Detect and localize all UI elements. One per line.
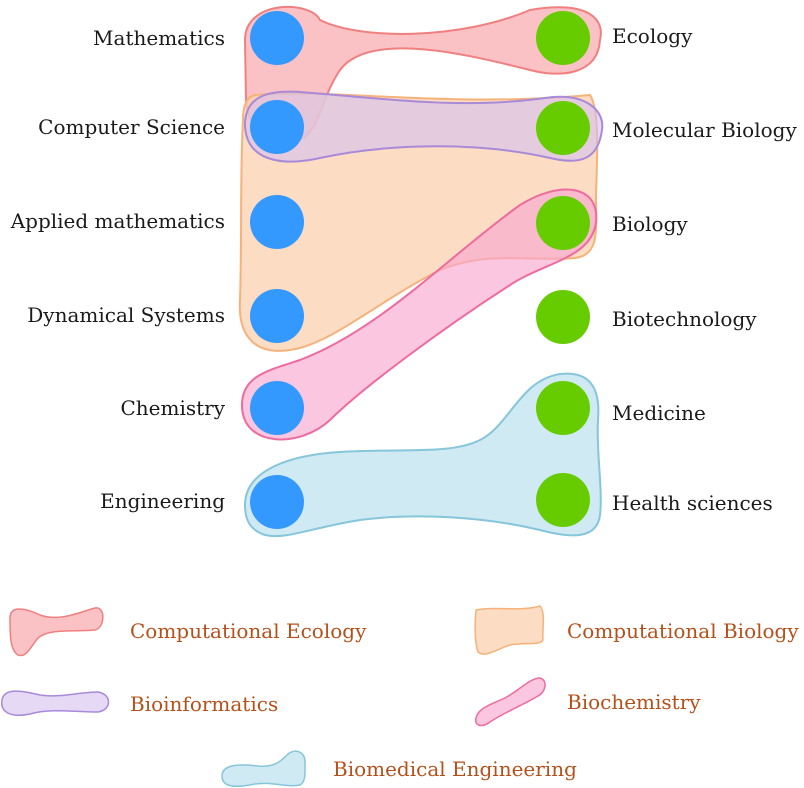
right-label: Biology [612,212,688,236]
legend-label-computational-ecology: Computational Ecology [130,619,367,643]
right-node-health-sciences[interactable] [536,473,590,527]
left-label: Engineering [100,489,225,513]
right-node-biotechnology[interactable] [536,290,590,344]
legend-swatch-biomedical-engineering [221,750,306,788]
right-node-medicine[interactable] [536,381,590,435]
legend-label-computational-biology: Computational Biology [567,619,799,643]
legend-label-biomedical-engineering: Biomedical Engineering [333,757,577,781]
left-label: Dynamical Systems [27,303,225,327]
group-bioinformatics-shape [243,90,604,163]
right-node-molecular-biology[interactable] [536,101,590,155]
right-label: Health sciences [612,491,773,515]
legend-label-biochemistry: Biochemistry [567,690,701,714]
left-label: Mathematics [93,26,225,50]
left-node-chemistry[interactable] [250,381,304,435]
left-label: Computer Science [38,115,225,139]
right-labels: Ecology Molecular Biology Biology Biotec… [612,24,797,515]
left-node-mathematics[interactable] [250,11,304,65]
right-node-ecology[interactable] [536,11,590,65]
left-node-engineering[interactable] [250,475,304,529]
left-label: Applied mathematics [10,209,225,233]
right-label: Molecular Biology [612,118,797,142]
group-biomedical-engineering-shape [243,372,602,538]
right-label: Biotechnology [612,307,757,331]
left-node-dynamical-systems[interactable] [250,289,304,343]
right-nodes [536,11,590,527]
right-label: Ecology [612,24,693,48]
legend-swatch-biochemistry [474,677,546,727]
left-labels: Mathematics Computer Science Applied mat… [10,26,226,513]
legend-swatch-computational-ecology [9,607,104,657]
legend: Computational Ecology Computational Biol… [1,605,799,788]
right-node-biology[interactable] [536,196,590,250]
legend-label-bioinformatics: Bioinformatics [130,692,278,716]
group-biochemistry-shape [240,188,598,441]
left-node-applied-mathematics[interactable] [250,195,304,249]
left-node-computer-science[interactable] [250,100,304,154]
left-nodes [250,11,304,529]
left-label: Chemistry [120,396,225,420]
right-label: Medicine [612,401,706,425]
legend-swatch-computational-biology [474,605,545,655]
legend-swatch-bioinformatics [1,690,110,716]
